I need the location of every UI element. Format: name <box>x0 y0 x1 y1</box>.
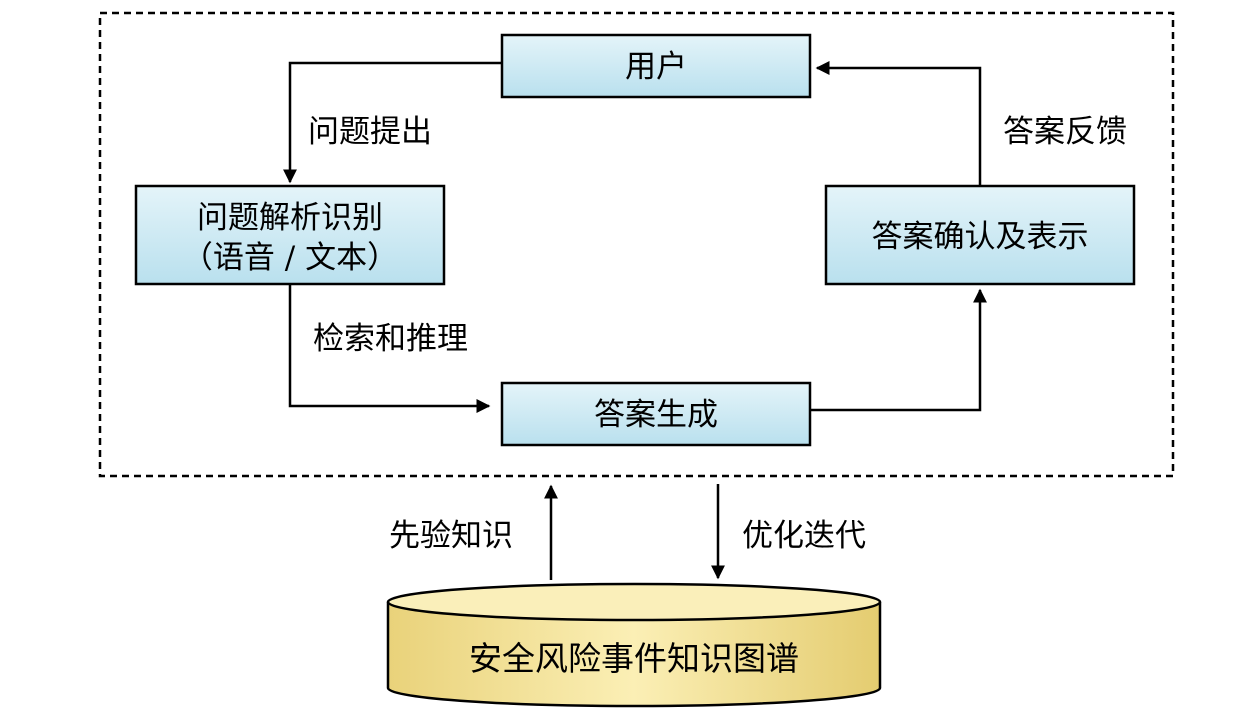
node-answer-confirm: 答案确认及表示 <box>824 184 1136 286</box>
edge-label-prior: 先验知识 <box>389 518 513 554</box>
node-user-label: 用户 <box>625 49 687 85</box>
edge-to-confirm <box>810 288 987 412</box>
edge-label-optimize: 优化迭代 <box>742 518 866 554</box>
node-answer-generate: 答案生成 <box>500 381 812 447</box>
node-knowledge-graph: 安全风险事件知识图谱 <box>386 582 882 708</box>
edge-label-retrieve: 检索和推理 <box>313 321 468 357</box>
edge-feedback <box>815 61 982 186</box>
edge-ask <box>283 61 502 184</box>
edge-label-feedback: 答案反馈 <box>1003 114 1127 150</box>
node-user: 用户 <box>500 33 812 99</box>
node-question-parse-label-1: 问题解析识别 <box>197 200 383 236</box>
edge-retrieve <box>288 284 491 413</box>
node-question-parse: 问题解析识别 （语音 / 文本） <box>134 184 446 286</box>
node-question-parse-label-2: （语音 / 文本） <box>182 240 398 276</box>
node-answer-confirm-label: 答案确认及表示 <box>872 219 1089 255</box>
node-answer-generate-label: 答案生成 <box>594 397 718 433</box>
node-knowledge-graph-label: 安全风险事件知识图谱 <box>469 639 799 678</box>
edge-label-ask: 问题提出 <box>308 114 432 150</box>
